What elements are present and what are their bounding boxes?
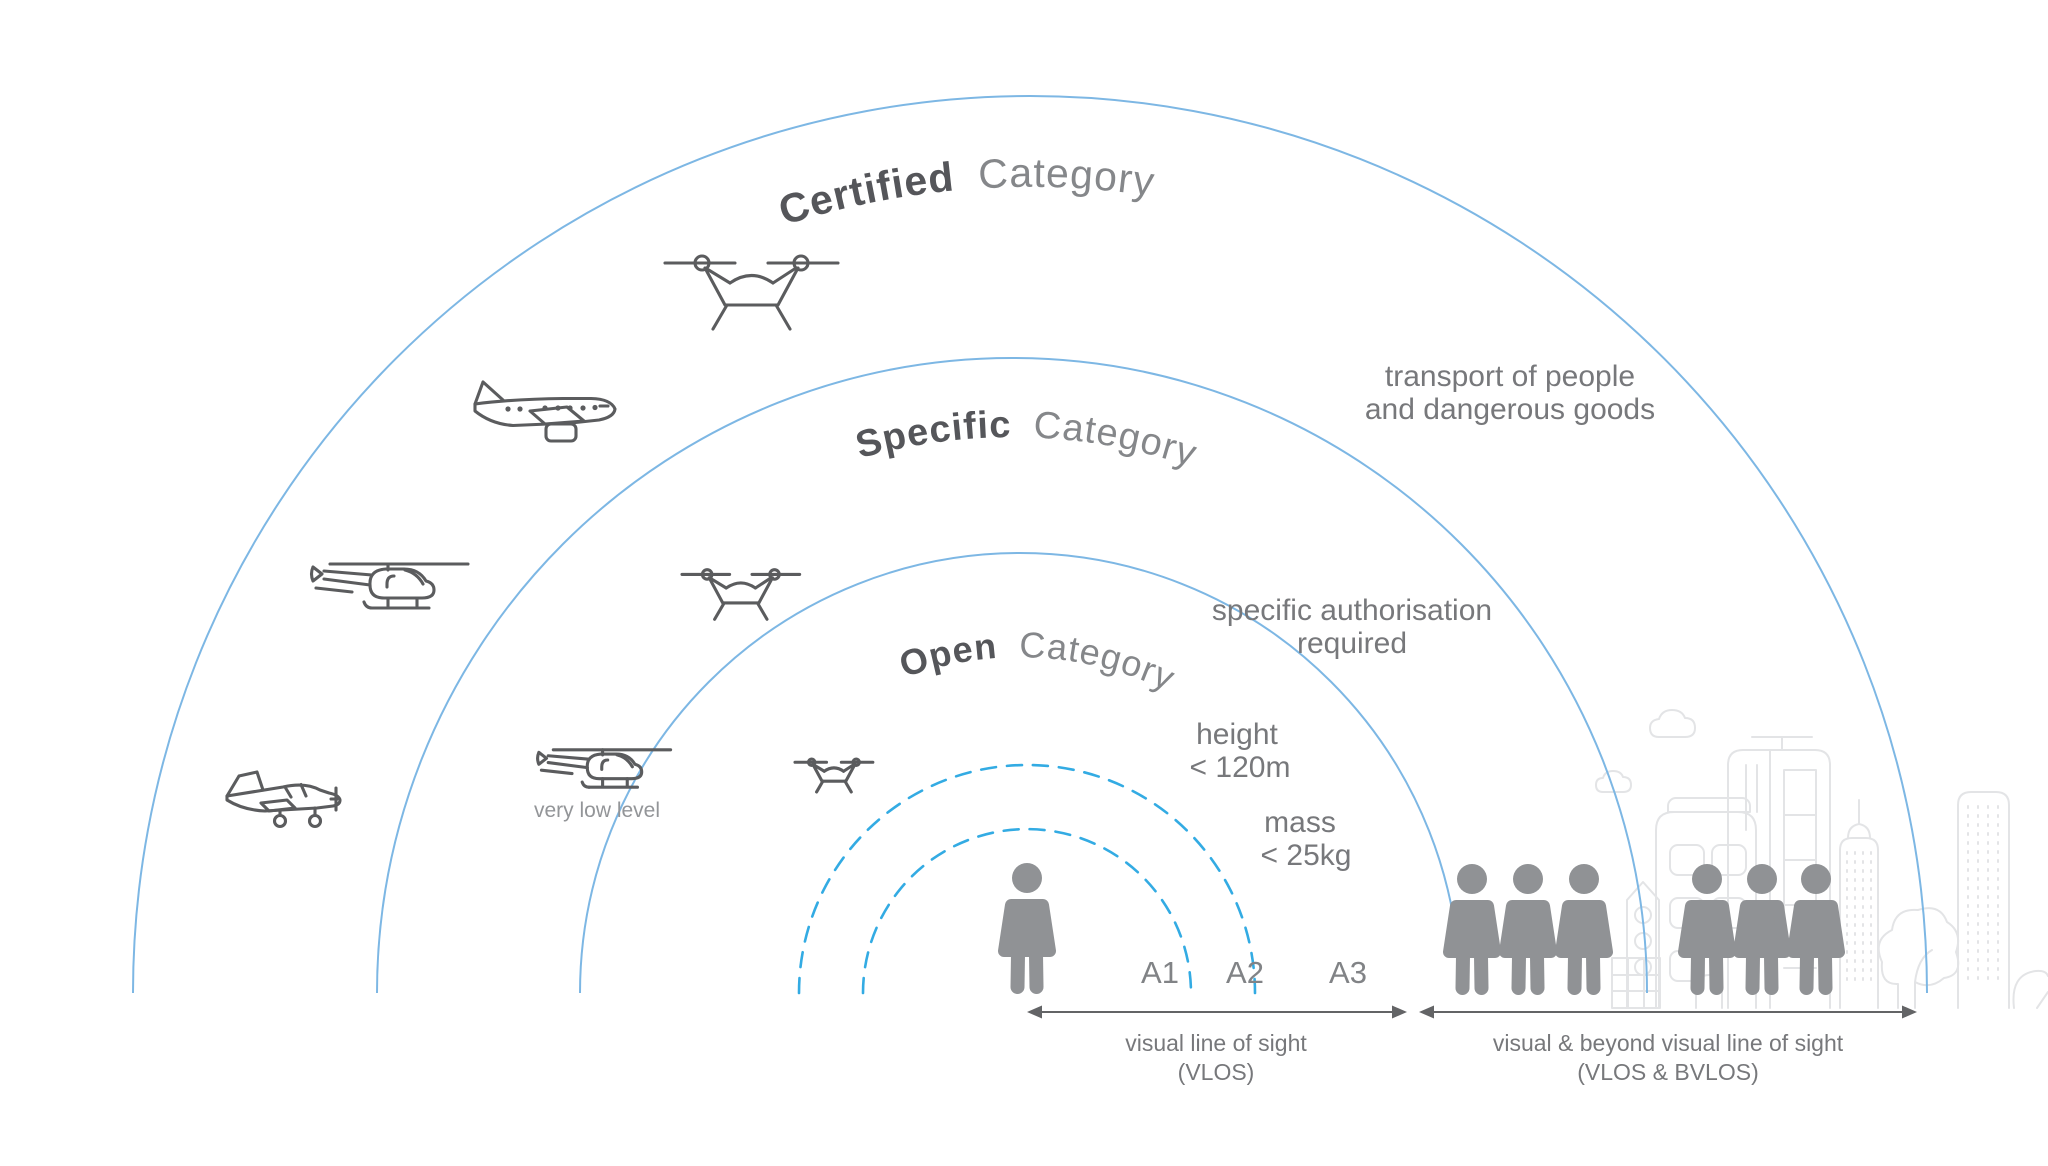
people (1004, 863, 1839, 988)
tree-icon (1877, 907, 1960, 1009)
bvlos-label: visual & beyond visual line of sight (1493, 1030, 1844, 1056)
very-low-level-label: very low level (534, 799, 660, 822)
category-arcs (132, 95, 1928, 994)
vlos-label: visual line of sight (1125, 1030, 1307, 1056)
zone-a3-label: A3 (1329, 955, 1367, 990)
open-title-light: Category (1019, 624, 1182, 699)
specific-note: required (1297, 627, 1407, 660)
specific-category-title: Specific Category (851, 404, 1202, 476)
pilot-icon (1004, 863, 1050, 987)
subzone-labels: A1 A2 A3 (1141, 955, 1367, 990)
crowd-person-icon (1739, 864, 1785, 988)
crowd-person-icon (1505, 864, 1551, 988)
certified-title-bold: Certified (773, 153, 956, 233)
vlos-arrow (1027, 1005, 1407, 1019)
certified-title-light: Category (977, 150, 1158, 205)
bvlos-arrow (1419, 1005, 1917, 1019)
crowd-person-icon (1793, 864, 1839, 988)
specific-note: specific authorisation (1212, 594, 1492, 627)
range-labels: visual line of sight (VLOS) visual & bey… (1125, 1030, 1844, 1085)
vlos-label: (VLOS) (1178, 1059, 1255, 1085)
spire-tower-icon (1839, 799, 1879, 1009)
drone-medium-icon (680, 568, 801, 621)
cloud-icon (1649, 709, 1696, 738)
certified-note: transport of people (1385, 360, 1635, 393)
a1-inner-dashed-arc (861, 827, 1193, 995)
mass-limit-label: < 25kg (1261, 839, 1352, 872)
certified-note: and dangerous goods (1365, 393, 1655, 426)
subzone-arcs (797, 763, 1257, 995)
crowd-person-icon (1449, 864, 1495, 988)
certified-category-arc (132, 95, 1928, 994)
cloud-icon (1595, 770, 1632, 793)
building-icon (1957, 791, 2010, 1009)
specific-title-light: Category (1032, 404, 1202, 475)
zone-a2-label: A2 (1226, 955, 1264, 990)
drone-small-icon (794, 758, 874, 793)
crowd-person-icon (1561, 864, 1607, 988)
range-indicators (1027, 1005, 1917, 1019)
mass-limit-label: mass (1264, 806, 1336, 839)
bvlos-label: (VLOS & BVLOS) (1577, 1059, 1759, 1085)
aircraft-icons (225, 254, 874, 829)
open-category-arc (579, 552, 1461, 994)
crowd-person-icon (1684, 864, 1730, 988)
open-category-title: Open Category (894, 624, 1181, 699)
specific-category-arc (376, 357, 1648, 994)
bush-icon (2012, 969, 2048, 1009)
annotations: transport of people and dangerous goods … (534, 360, 1655, 872)
height-limit-label: height (1196, 718, 1278, 751)
category-titles: Certified Category Specific Category Ope… (773, 150, 1202, 699)
helicopter-icon (309, 562, 470, 610)
zone-a1-label: A1 (1141, 955, 1179, 990)
a1-a2-dashed-arc (797, 763, 1257, 995)
light-aircraft-icon (225, 770, 342, 829)
tower-icon (1611, 881, 1661, 1009)
ground-mark (2036, 991, 2048, 1009)
airliner-icon (473, 380, 617, 443)
open-title-bold: Open (894, 625, 999, 685)
height-limit-label: < 120m (1190, 751, 1291, 784)
certified-category-title: Certified Category (773, 150, 1157, 234)
specific-title-bold: Specific (851, 404, 1011, 467)
drone-large-icon (663, 254, 840, 331)
